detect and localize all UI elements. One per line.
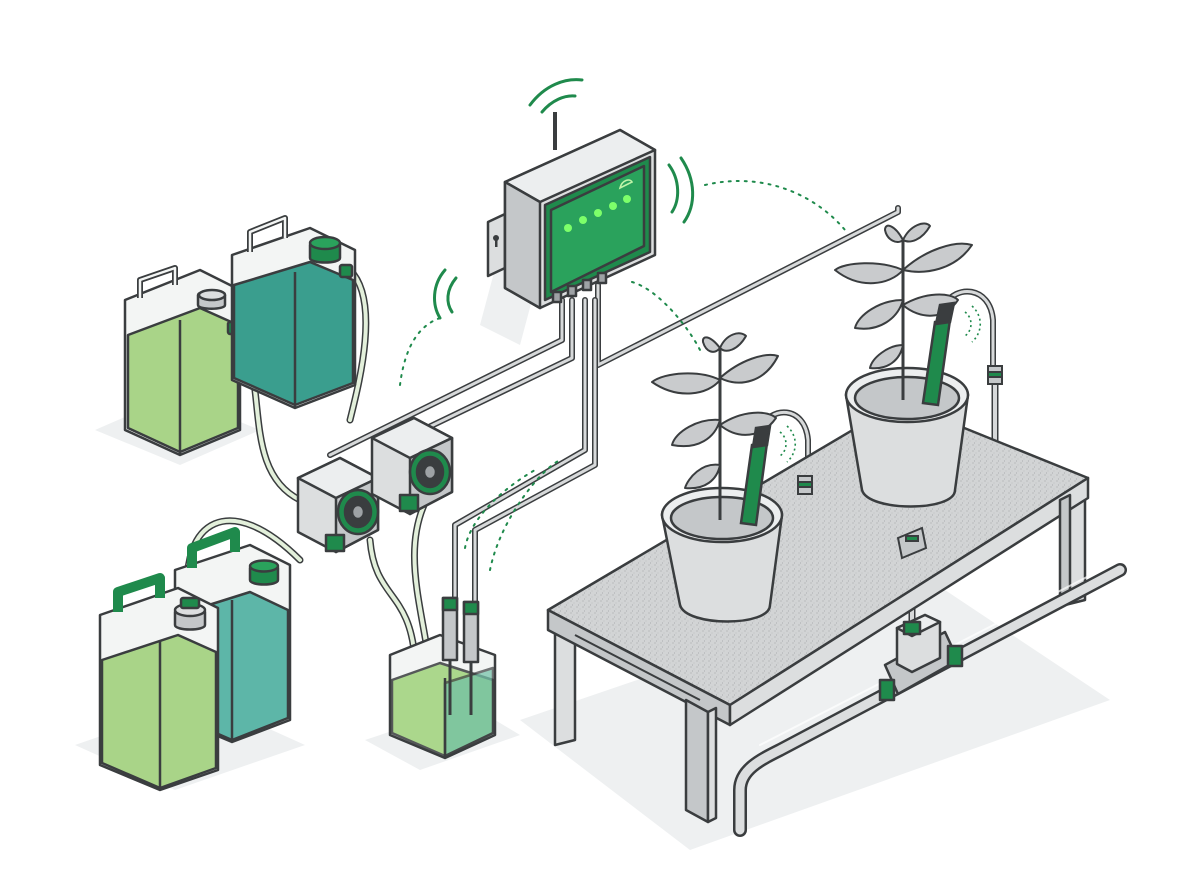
pipe-fittings xyxy=(797,365,1003,560)
tube-pump-1-out xyxy=(366,536,419,664)
plant-front xyxy=(651,332,779,520)
controller-status-leds xyxy=(564,195,631,232)
led-1 xyxy=(564,224,572,232)
solenoid-valve xyxy=(878,613,964,702)
soil-probe-front xyxy=(739,424,772,527)
plant-back xyxy=(834,222,973,400)
led-5 xyxy=(623,195,631,203)
nutrient-jug-back-teal xyxy=(230,215,357,410)
soil-probe-back xyxy=(921,301,956,407)
leaf-icon xyxy=(618,179,634,190)
mixing-reservoir xyxy=(388,596,497,760)
probe-signal-waves xyxy=(779,305,982,463)
plant-pot-front xyxy=(660,486,784,623)
peristaltic-pump-1 xyxy=(296,456,380,554)
led-3 xyxy=(594,209,602,217)
wifi-waves-icon xyxy=(433,78,695,320)
led-2 xyxy=(579,216,587,224)
nutrient-jug-front-lime xyxy=(98,573,220,792)
nutrient-jug-back-lime xyxy=(123,265,242,457)
peristaltic-pump-2 xyxy=(370,416,454,516)
plant-pot-back xyxy=(844,366,970,508)
keyhole-icon xyxy=(493,235,499,247)
wireless-controller xyxy=(486,112,657,310)
led-4 xyxy=(609,202,617,210)
wireless-links xyxy=(399,180,846,571)
